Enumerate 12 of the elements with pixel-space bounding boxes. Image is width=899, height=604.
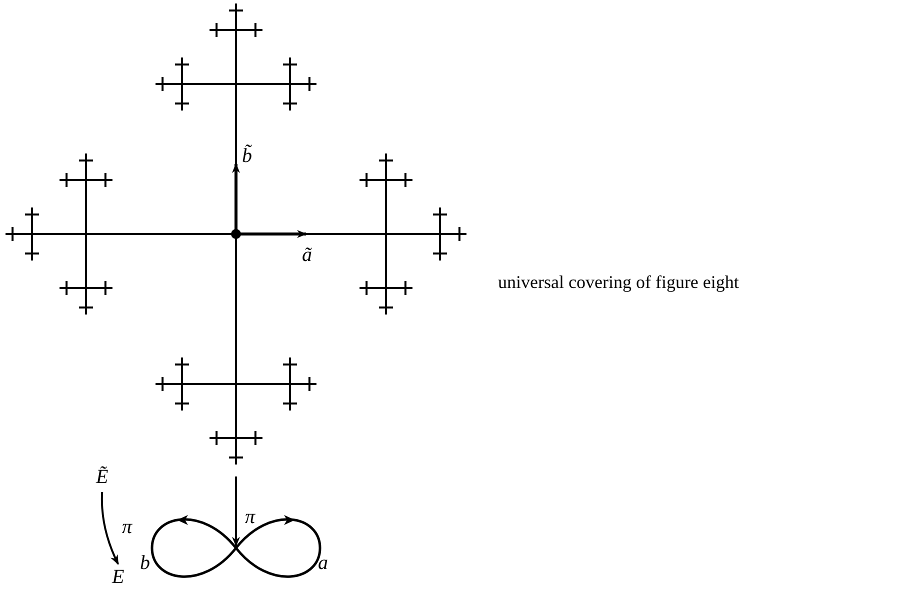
arrow xyxy=(232,476,240,547)
math-label: b xyxy=(140,552,150,574)
math-text: E xyxy=(112,566,124,588)
edge-label: π xyxy=(245,506,256,528)
caption: universal covering of figure eight xyxy=(498,272,739,293)
math-label: ã xyxy=(302,244,312,266)
tree-drawing xyxy=(4,2,468,466)
math-label: a xyxy=(318,552,328,574)
math-text: Ẽ xyxy=(96,466,108,488)
arrow xyxy=(100,492,120,565)
edge-label: π xyxy=(122,516,132,538)
math-label: b̃ xyxy=(242,145,252,167)
